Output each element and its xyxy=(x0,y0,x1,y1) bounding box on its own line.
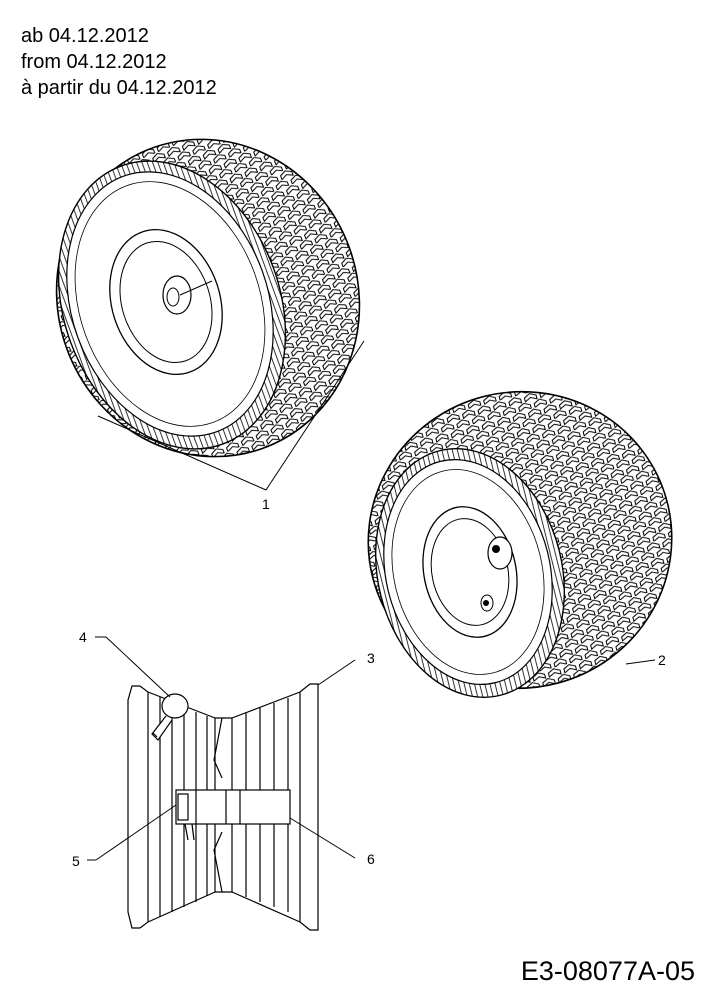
callout-1: 1 xyxy=(262,496,270,512)
rear-wheel-2 xyxy=(367,390,673,698)
callout-3: 3 xyxy=(367,650,375,666)
callout-2: 2 xyxy=(658,652,666,668)
callout-4: 4 xyxy=(79,629,87,645)
date-line-en: from 04.12.2012 xyxy=(21,51,167,73)
callout-5: 5 xyxy=(72,853,80,869)
date-line-de: ab 04.12.2012 xyxy=(21,25,149,47)
callout-leaders xyxy=(87,636,356,861)
drawing-code: E3-08077A-05 xyxy=(520,956,695,986)
callout-6: 6 xyxy=(367,851,375,867)
rim-cross-section xyxy=(127,683,319,931)
rear-wheel-1 xyxy=(55,138,361,458)
date-line-fr: à partir du 04.12.2012 xyxy=(21,77,217,99)
callout-1-leader xyxy=(97,340,365,491)
